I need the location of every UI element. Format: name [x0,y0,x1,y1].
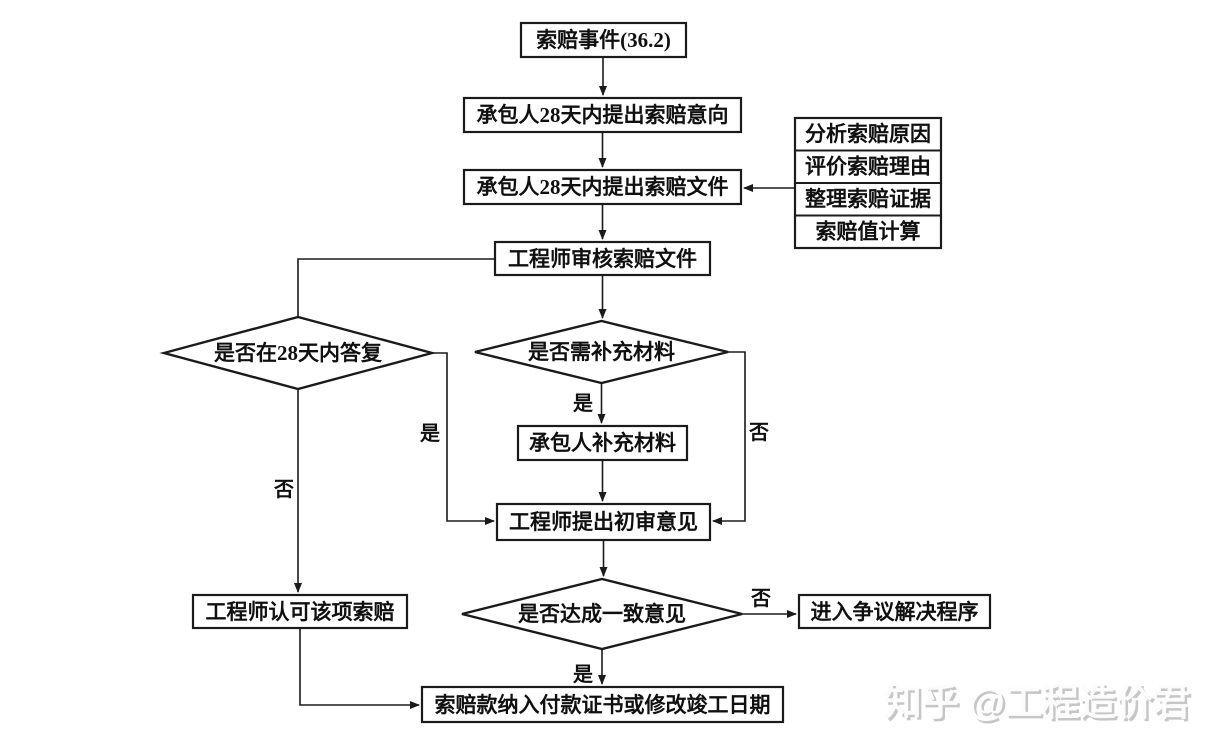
node-engineer-review-label: 工程师审核索赔文件 [508,247,697,271]
decision-need-supplement-label: 是否需补充材料 [528,340,675,364]
label-yes-agreement: 是 [572,663,593,686]
watermark-shadow: 知乎 @工程造价君 [887,685,1192,726]
watermark-text: 知乎 @工程造价君 [885,682,1190,723]
label-no-needsupp: 否 [748,422,769,444]
arrow-needsupp-no-to-prelim [712,351,746,525]
node-submit-file-label: 承包人28天内提出索赔文件 [477,175,729,199]
node-dispute-box [797,593,992,630]
side-task-label-organize: 整理索赔证据 [805,187,931,211]
node-final-settle-box [420,685,785,724]
label-no-agreement: 否 [750,588,771,610]
side-task-label-calculate: 索赔值计算 [816,220,921,244]
node-dispute-label: 进入争议解决程序 [811,600,979,624]
node-supplement-label: 承包人补充材料 [529,431,676,455]
decision-reply28-label: 是否在28天内答复 [214,341,383,365]
node-final-settle-label: 索赔款纳入付款证书或修改竣工日期 [435,693,771,717]
node-engineer-approve-box [191,593,409,630]
side-task-group: 分析索赔原因 评价索赔理由 整理索赔证据 索赔值计算 [793,116,943,250]
node-supplement-box [516,424,689,462]
node-submit-file-box [462,168,743,206]
node-prelim-opinion-label: 工程师提出初审意见 [509,510,698,534]
arrow-approve-to-final [299,628,420,709]
node-engineer-approve-label: 工程师认可该项索赔 [206,600,395,624]
side-task-label-evaluate: 评价索赔理由 [805,155,931,179]
node-submit-intent-label: 承包人28天内提出索赔意向 [477,103,729,127]
decision-need-supplement-shape [474,319,729,385]
node-engineer-review-box [493,240,712,277]
side-task-label-analyze: 分析索赔原因 [805,122,931,146]
label-yes-reply28: 是 [419,422,440,445]
decision-agreement-label: 是否达成一致意见 [518,602,686,626]
label-yes-needsupp: 是 [572,392,593,415]
node-claim-event-box [519,21,688,59]
node-claim-event-label: 索赔事件(36.2) [536,28,671,52]
node-submit-intent-box [462,96,743,134]
decision-agreement-shape [461,577,743,651]
line-review-to-reply28 [297,258,495,317]
decision-reply28-shape [159,315,437,391]
node-prelim-opinion-box [495,502,712,542]
label-no-reply28: 否 [273,479,294,501]
arrow-reply28-yes-to-prelim [432,352,495,525]
